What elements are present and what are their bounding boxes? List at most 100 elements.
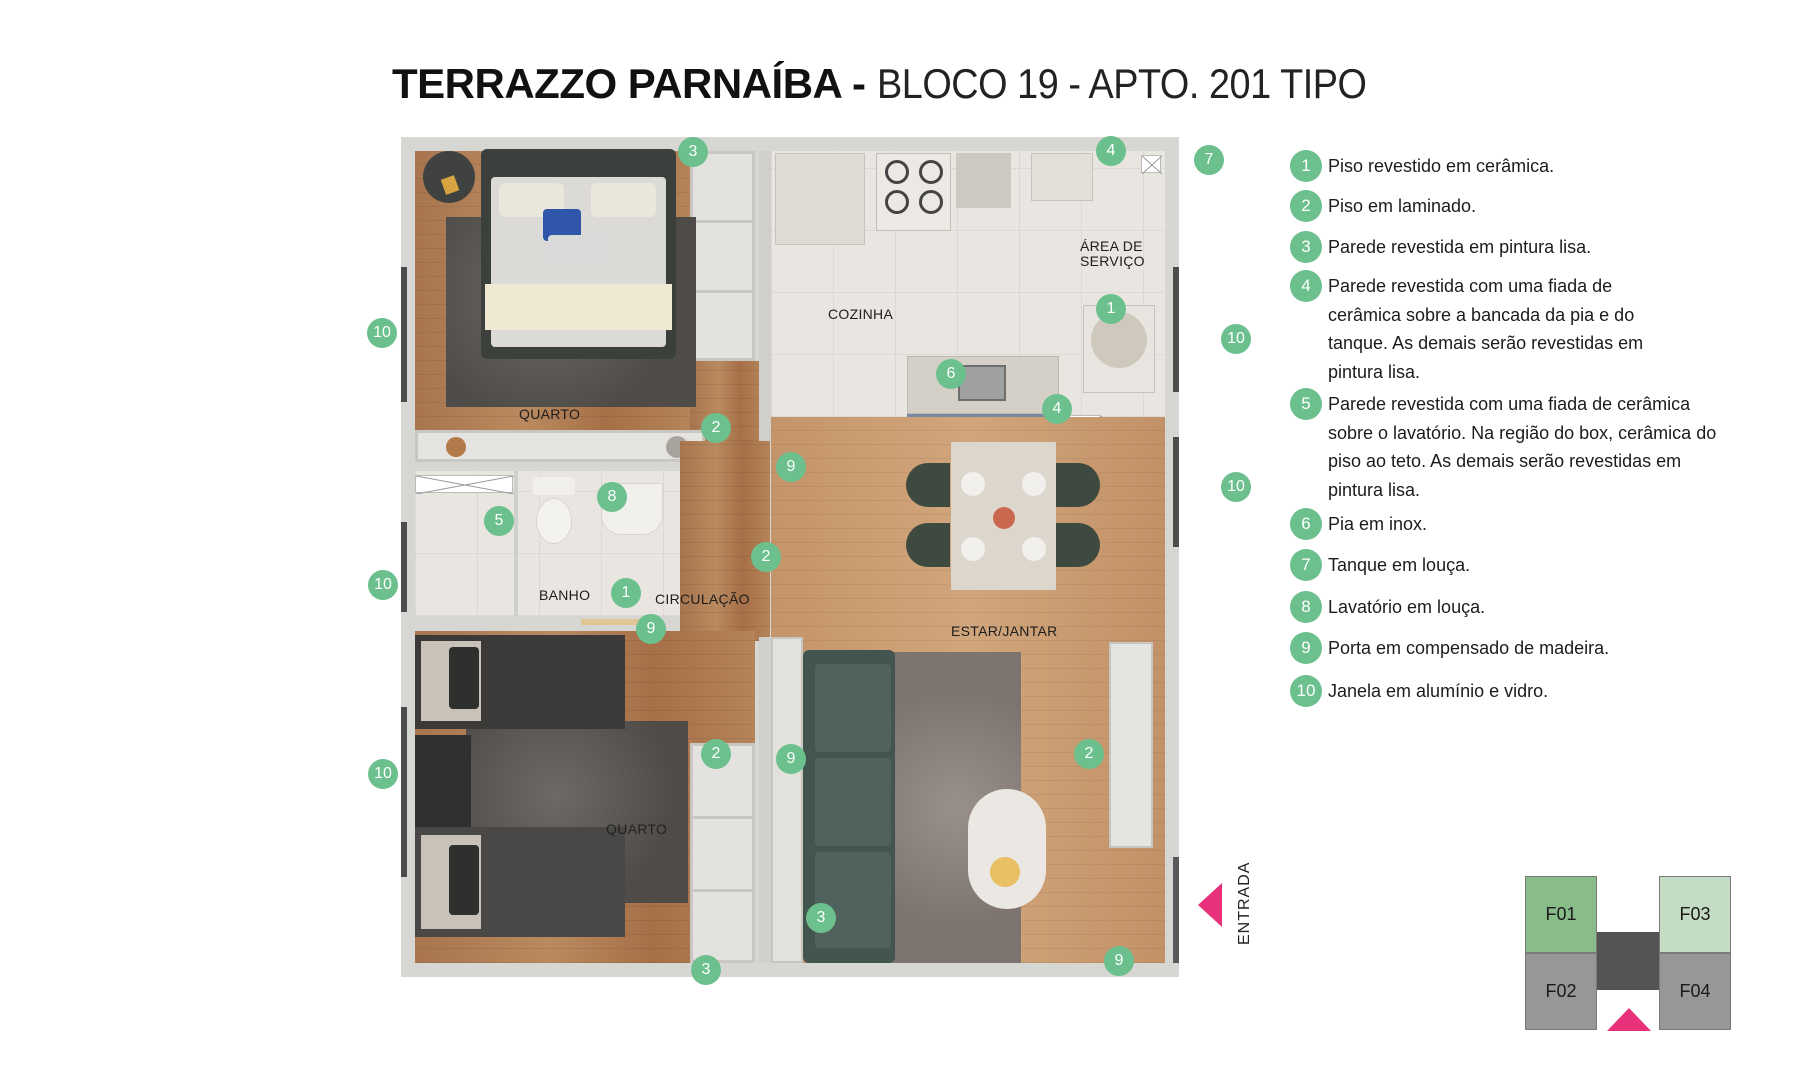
- legend-text: Pia em inox.: [1328, 514, 1428, 534]
- shaft-box: [1141, 155, 1163, 175]
- legend-text: Lavatório em louça.: [1328, 597, 1486, 617]
- keymap-entrance-arrow-icon: [1607, 1008, 1651, 1031]
- shaft-cross-icon: [1141, 155, 1163, 175]
- legend-badge: 8: [1290, 591, 1322, 623]
- floor-plan: QUARTO BANHO CIRCULAÇÃO COZINHA ÁREA DE …: [367, 136, 1251, 985]
- legend-text: Piso em laminado.: [1328, 196, 1477, 216]
- title-unit: BLOCO 19 - APTO. 201 TIPO: [876, 60, 1367, 107]
- plan-marker-2: 2: [751, 542, 781, 572]
- legend-badge: 2: [1290, 190, 1322, 222]
- legend-item-9: 9 Porta em compensado de madeira.: [1290, 632, 1708, 664]
- plan-marker-10: 10: [368, 759, 398, 789]
- keymap-unit-f02: F02: [1525, 953, 1597, 1030]
- plan-marker-9: 9: [776, 744, 806, 774]
- legend-badge: 10: [1290, 675, 1322, 707]
- plan-marker-2: 2: [701, 739, 731, 769]
- legend-badge: 1: [1290, 150, 1322, 182]
- legend-item-10: 10 Janela em alumínio e vidro.: [1290, 675, 1708, 707]
- unit-key-map: F01 F02 F03 F04: [1525, 876, 1731, 1031]
- shower-box: [415, 475, 515, 495]
- label-area-servico-2: SERVIÇO: [1080, 253, 1145, 269]
- wall-bath-divider: [514, 471, 518, 616]
- nightstand: [423, 151, 475, 203]
- label-quarto-2: QUARTO: [606, 821, 668, 837]
- plan-marker-10: 10: [1221, 472, 1251, 502]
- coffee-table: [968, 789, 1046, 909]
- entrance-door: [1173, 857, 1179, 963]
- window-right-1: [1173, 267, 1179, 392]
- legend-item-5: 5 Parede revestida com uma fiada de cerâ…: [1290, 388, 1733, 504]
- plan-marker-9: 9: [1104, 946, 1134, 976]
- legend-item-1: 1 Piso revestido em cerâmica.: [1290, 150, 1708, 182]
- window-left-3: [401, 707, 407, 877]
- plan-marker-10: 10: [1221, 324, 1251, 354]
- keymap-unit-f01: F01: [1525, 876, 1597, 953]
- plan-marker-2: 2: [701, 413, 731, 443]
- wardrobe-bottom: [690, 743, 755, 963]
- plan-marker-8: 8: [597, 482, 627, 512]
- entrance-label: ENTRADA: [1236, 861, 1253, 945]
- label-cozinha: COZINHA: [828, 306, 894, 322]
- plan-marker-10: 10: [367, 318, 397, 348]
- wardrobe-top: [690, 151, 755, 361]
- label-area-servico-1: ÁREA DE: [1080, 238, 1143, 254]
- fridge: [775, 153, 865, 245]
- label-estar-jantar: ESTAR/JANTAR: [951, 623, 1058, 639]
- legend-badge: 3: [1290, 231, 1322, 263]
- bath-door: [581, 619, 641, 625]
- window-left-1: [401, 267, 407, 402]
- plan-marker-6: 6: [936, 359, 966, 389]
- single-bed-2: [415, 827, 625, 937]
- window-left-2: [401, 522, 407, 612]
- plan-marker-1: 1: [1096, 294, 1126, 324]
- wall-center-top: [759, 151, 771, 441]
- chair-3: [1056, 463, 1100, 507]
- keymap-unit-f04: F04: [1659, 953, 1731, 1030]
- plan-marker-3: 3: [691, 955, 721, 985]
- legend-text: Parede revestida com uma fiada de cerâmi…: [1328, 276, 1644, 382]
- plan-marker-7: 7: [1194, 145, 1224, 175]
- entrance-arrow-icon: [1198, 883, 1222, 927]
- label-quarto-1: QUARTO: [519, 406, 581, 422]
- chair-1: [906, 463, 950, 507]
- plan-marker-9: 9: [776, 452, 806, 482]
- page-title: TERRAZZO PARNAÍBA - BLOCO 19 - APTO. 201…: [392, 60, 1421, 108]
- plan-marker-2: 2: [1074, 739, 1104, 769]
- legend-badge: 5: [1290, 388, 1322, 420]
- chair-2: [906, 523, 950, 567]
- legend-item-2: 2 Piso em laminado.: [1290, 190, 1708, 222]
- label-circulacao: CIRCULAÇÃO: [655, 591, 750, 607]
- wall-center-bottom: [759, 637, 771, 963]
- kitchen-sink-counter: [907, 356, 1059, 414]
- laundry-tank: [1031, 153, 1093, 201]
- bed-double: [481, 149, 676, 359]
- legend-item-4: 4 Parede revestida com uma fiada de cerâ…: [1290, 270, 1668, 386]
- label-banho: BANHO: [539, 587, 591, 603]
- dining-table: [951, 442, 1056, 590]
- keymap-unit-f03: F03: [1659, 876, 1731, 953]
- chair-4: [1056, 523, 1100, 567]
- plan-marker-10: 10: [368, 570, 398, 600]
- title-separator: -: [840, 60, 877, 107]
- plan-marker-1: 1: [611, 578, 641, 608]
- legend-item-8: 8 Lavatório em louça.: [1290, 591, 1708, 623]
- legend-text: Porta em compensado de madeira.: [1328, 638, 1610, 658]
- single-bed-1: [415, 635, 625, 729]
- title-project: TERRAZZO PARNAÍBA: [392, 60, 841, 107]
- legend-text: Janela em alumínio e vidro.: [1328, 681, 1549, 701]
- plan-marker-3: 3: [806, 903, 836, 933]
- plan-marker-5: 5: [484, 506, 514, 536]
- legend-badge: 4: [1290, 270, 1322, 302]
- counter-top: [956, 153, 1011, 208]
- legend-item-6: 6 Pia em inox.: [1290, 508, 1708, 540]
- legend-item-7: 7 Tanque em louça.: [1290, 549, 1708, 581]
- legend-badge: 9: [1290, 632, 1322, 664]
- legend-badge: 6: [1290, 508, 1322, 540]
- legend-text: Tanque em louça.: [1328, 555, 1471, 575]
- plan-marker-3: 3: [678, 137, 708, 167]
- plan-marker-4: 4: [1096, 136, 1126, 166]
- nightstand-2: [415, 735, 471, 827]
- plan-marker-9: 9: [636, 614, 666, 644]
- legend-text: Parede revestida com uma fiada de cerâmi…: [1328, 394, 1717, 500]
- wardrobe-bar-1: [415, 430, 705, 462]
